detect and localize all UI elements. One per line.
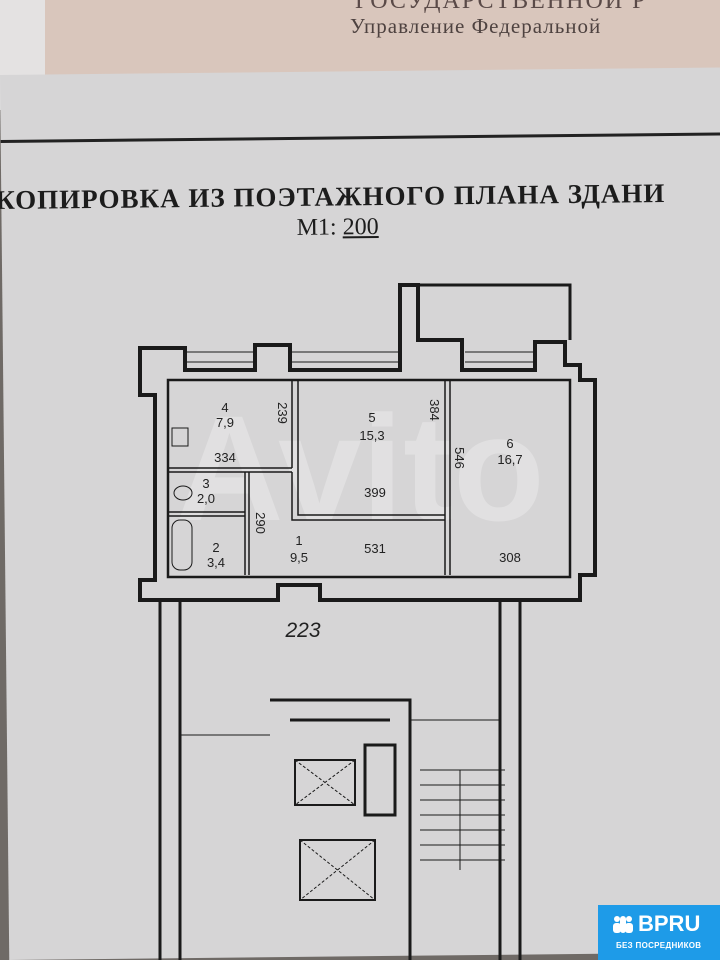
- room-5-area: 15,3: [359, 428, 384, 443]
- background-doc-line1: ГОСУДАРСТВЕННОЙ Р: [355, 0, 648, 14]
- dim-334: 334: [214, 450, 236, 465]
- dim-399: 399: [364, 485, 386, 500]
- room-3-area: 2,0: [197, 491, 215, 506]
- room-6-number: 6: [506, 436, 513, 451]
- room-4-area: 7,9: [216, 415, 234, 430]
- room-6-area: 16,7: [497, 452, 522, 467]
- dim-308: 308: [499, 550, 521, 565]
- background-doc-line2: Управление Федеральной: [350, 14, 602, 38]
- bpru-badge: BPRU БЕЗ ПОСРЕДНИКОВ: [598, 905, 720, 960]
- room-labels: 4 7,9 5 15,3 6 16,7 3 2,0 2 3,4 1 9,5 33…: [197, 399, 523, 642]
- dim-223: 223: [284, 619, 320, 642]
- dim-290: 290: [253, 512, 268, 534]
- room-4-number: 4: [221, 400, 228, 415]
- room-5-number: 5: [368, 410, 375, 425]
- room-2-area: 3,4: [207, 555, 225, 570]
- room-1-number: 1: [295, 533, 302, 548]
- walls: [138, 283, 597, 960]
- bpru-logo: BPRU: [638, 911, 701, 936]
- room-2-number: 2: [212, 540, 219, 555]
- dim-531: 531: [364, 541, 386, 556]
- dim-239: 239: [275, 402, 290, 424]
- dim-546: 546: [452, 447, 467, 469]
- room-3-number: 3: [202, 476, 209, 491]
- dim-384: 384: [427, 399, 442, 421]
- people-key-icon: [613, 916, 633, 933]
- room-1-area: 9,5: [290, 550, 308, 565]
- bpru-subtitle: БЕЗ ПОСРЕДНИКОВ: [616, 941, 702, 950]
